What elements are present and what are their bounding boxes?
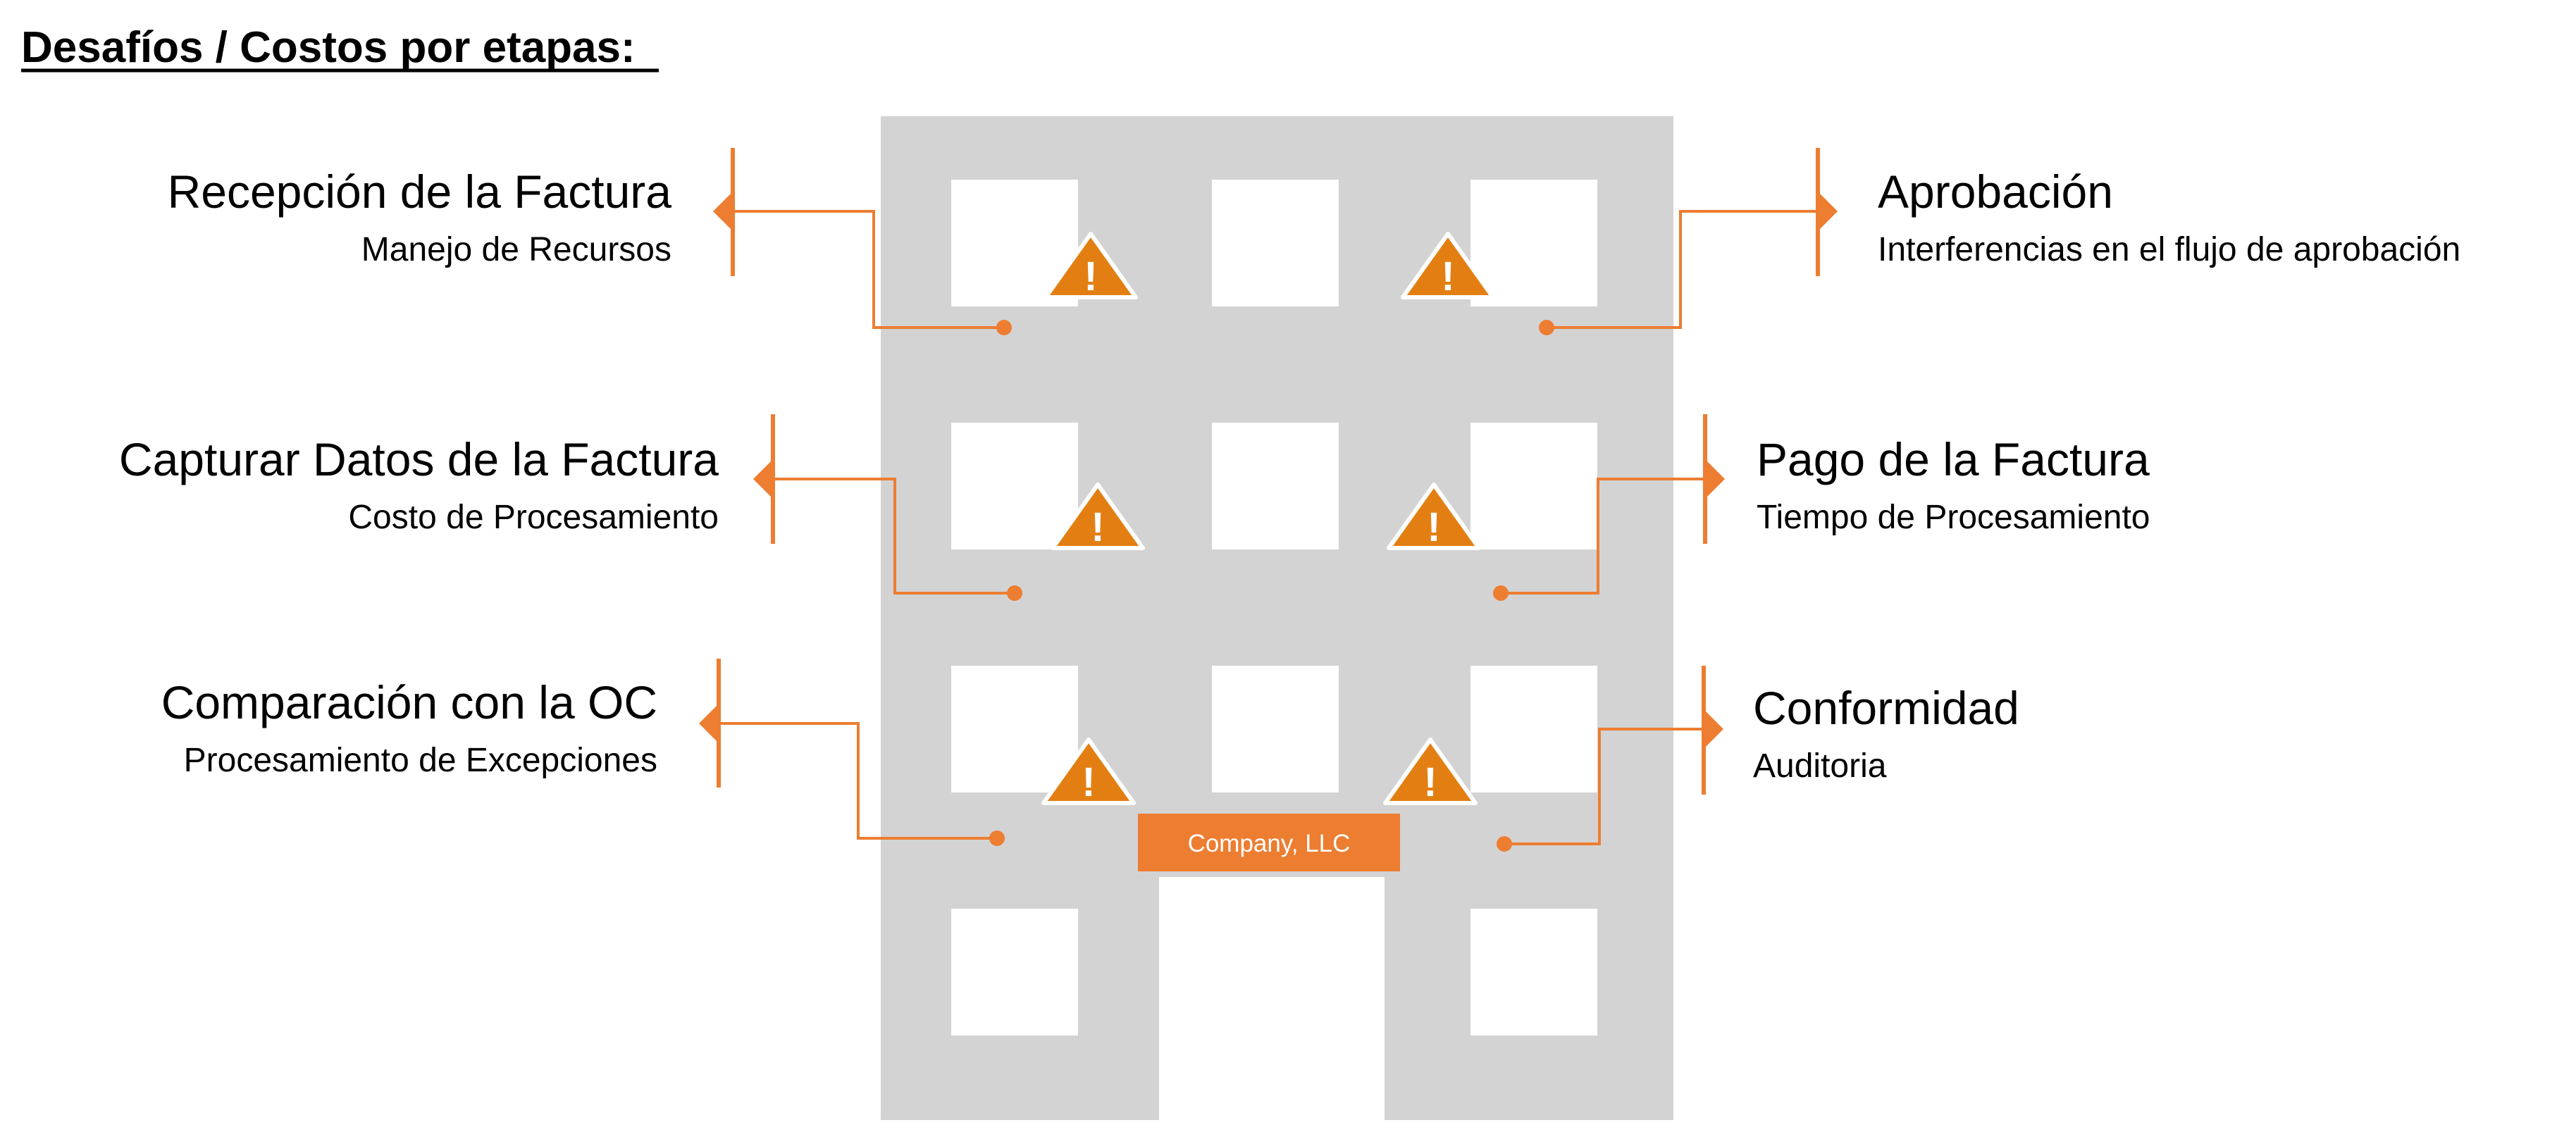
connector-arrow (753, 459, 773, 499)
window (951, 423, 1078, 549)
window (1470, 180, 1597, 306)
stage-subtitle: Procesamiento de Excepciones (184, 742, 657, 779)
warning-icon: ! (1044, 232, 1138, 299)
window (1212, 180, 1339, 306)
warning-icon: ! (1401, 232, 1495, 299)
stage-title: Comparación con la OC (161, 676, 657, 728)
connector-line (1547, 210, 1818, 329)
connector-line (733, 210, 1004, 329)
warning-glyph: ! (1427, 504, 1440, 550)
stage-aprobacion: Aprobación Interferencias en el flujo de… (1878, 166, 2460, 268)
warning-glyph: ! (1423, 759, 1437, 805)
connector-dot (1493, 585, 1509, 601)
connector-arrow (1705, 459, 1725, 499)
stage-title: Capturar Datos de la Factura (119, 433, 719, 485)
stage-recepcion: Recepción de la Factura Manejo de Recurs… (168, 166, 672, 268)
page-title: Desafíos / Costos por etapas: (21, 23, 636, 72)
connector-dot (989, 831, 1005, 846)
connector-arrow (1704, 709, 1723, 749)
connector-dot (1497, 836, 1512, 852)
connector-line (719, 722, 997, 840)
connector-dot (1539, 320, 1554, 335)
stage-title: Recepción de la Factura (168, 166, 672, 218)
window (1470, 909, 1597, 1036)
warning-icon: ! (1051, 483, 1145, 550)
connector-line (773, 478, 1015, 595)
window (1470, 666, 1597, 792)
warning-icon: ! (1383, 738, 1478, 805)
stage-pago: Pago de la Factura Tiempo de Procesamien… (1757, 433, 2150, 536)
stage-title: Aprobación (1878, 166, 2113, 218)
company-label-box (1138, 814, 1400, 871)
stage-subtitle: Tiempo de Procesamiento (1757, 499, 2150, 536)
connector-line (1504, 728, 1704, 845)
warnings: ! ! ! ! ! ! (1041, 232, 1495, 805)
company-label: Company, LLC (1138, 814, 1400, 871)
warning-icon: ! (1387, 483, 1481, 550)
connector-arrow (1818, 192, 1838, 231)
building (881, 116, 1673, 1120)
warning-glyph: ! (1091, 504, 1104, 550)
stage-comparacion: Comparación con la OC Procesamiento de E… (161, 676, 657, 779)
window (1212, 666, 1339, 792)
stage-subtitle: Interferencias en el flujo de aprobación (1878, 231, 2460, 268)
building-body (881, 116, 1673, 1120)
warning-glyph: ! (1084, 254, 1097, 299)
connector-dot (996, 320, 1012, 335)
connectors (699, 148, 1838, 852)
connector-arrow (699, 704, 719, 743)
stage-subtitle: Auditoria (1753, 747, 1887, 785)
stage-labels: Recepción de la Factura Manejo de Recurs… (119, 166, 2460, 785)
company-label-text: Company, LLC (1188, 830, 1351, 857)
warning-icon: ! (1041, 738, 1136, 805)
stage-conformidad: Conformidad Auditoria (1753, 682, 2019, 785)
connector-arrow (713, 192, 733, 231)
stage-subtitle: Manejo de Recursos (361, 231, 671, 268)
connector-dot (1007, 585, 1022, 601)
stage-title: Conformidad (1753, 682, 2019, 734)
stage-captura: Capturar Datos de la Factura Costo de Pr… (119, 433, 719, 536)
stage-title: Pago de la Factura (1757, 433, 2150, 485)
window (951, 666, 1078, 792)
warning-glyph: ! (1082, 759, 1095, 805)
window (951, 909, 1078, 1036)
window (1212, 423, 1339, 549)
warning-glyph: ! (1441, 254, 1454, 299)
window (1470, 423, 1597, 549)
stage-subtitle: Costo de Procesamiento (348, 499, 719, 536)
connector-line (1501, 478, 1705, 595)
